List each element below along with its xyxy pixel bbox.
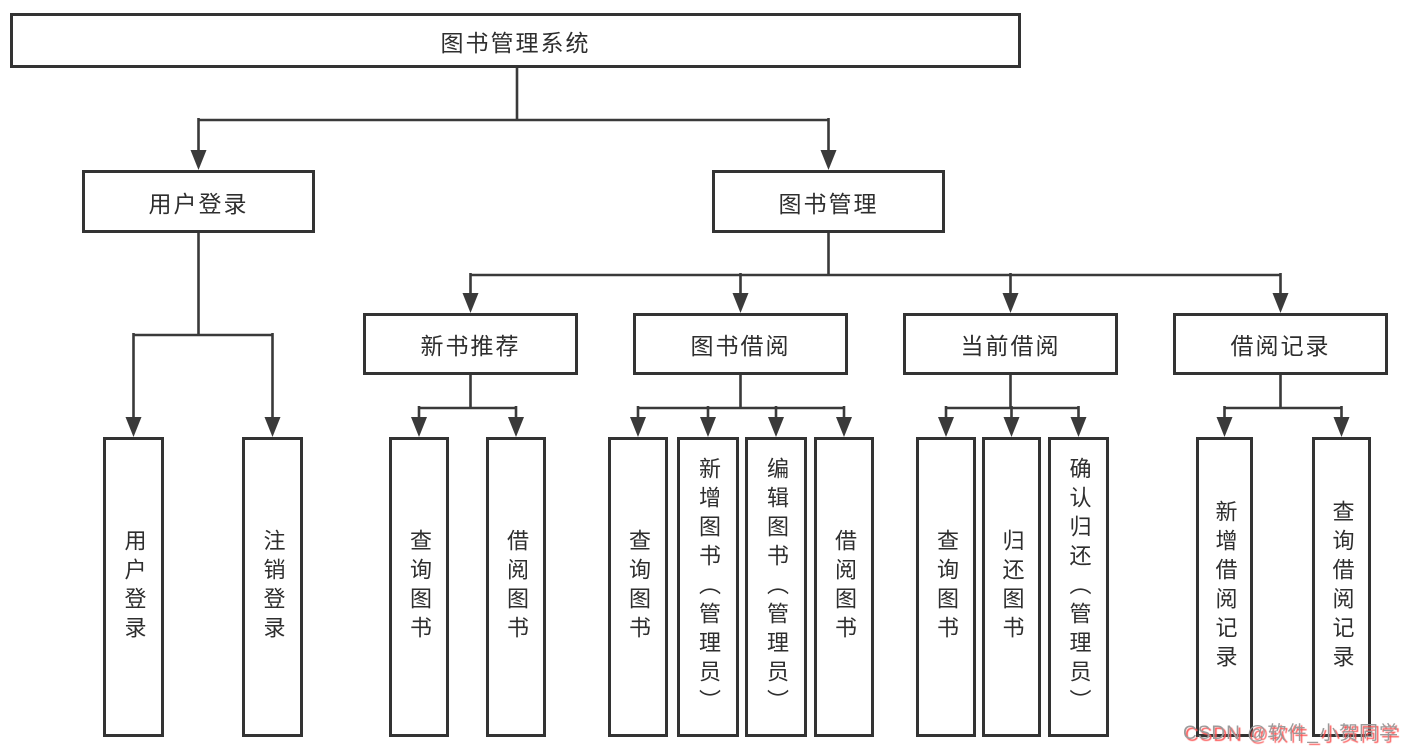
node-root-label: 图书管理系统 [440, 29, 591, 56]
node-book-management-label: 图书管理 [778, 190, 879, 217]
leaf-user-login-label: 用户登录 [121, 529, 147, 645]
leaf-records-query-record-label: 查询借阅记录 [1329, 500, 1355, 674]
leaf-recommend-query-books-label: 查询图书 [407, 529, 432, 645]
node-book-management: 图书管理 [712, 170, 945, 233]
leaf-records-query-record: 查询借阅记录 [1312, 437, 1371, 737]
node-root-library-system: 图书管理系统 [10, 13, 1021, 68]
node-user-login: 用户登录 [82, 170, 315, 233]
node-new-book-recommend: 新书推荐 [363, 313, 578, 375]
leaf-current-confirm-return-admin: 确认归还（管理员） [1048, 437, 1109, 737]
leaf-records-add-record-label: 新增借阅记录 [1212, 500, 1238, 674]
leaf-current-query-books: 查询图书 [916, 437, 976, 737]
csdn-watermark: CSDN @软件_小贺同学 [1183, 723, 1399, 744]
leaf-borrowing-add-books-admin: 新增图书（管理员） [677, 437, 739, 737]
leaf-borrowing-add-books-admin-label: 新增图书（管理员） [696, 456, 721, 718]
leaf-records-add-record: 新增借阅记录 [1196, 437, 1253, 737]
leaf-recommend-borrow-books: 借阅图书 [486, 437, 546, 737]
leaf-current-query-books-label: 查询图书 [934, 529, 959, 645]
leaf-logout-label: 注销登录 [260, 529, 286, 645]
leaf-borrowing-borrow-books-label: 借阅图书 [832, 529, 857, 645]
leaf-current-return-books: 归还图书 [982, 437, 1041, 737]
node-borrowing-records: 借阅记录 [1173, 313, 1388, 375]
leaf-borrowing-query-books: 查询图书 [608, 437, 668, 737]
node-current-borrowing-label: 当前借阅 [960, 333, 1061, 359]
leaf-logout: 注销登录 [242, 437, 303, 737]
leaf-borrowing-edit-books-admin-label: 编辑图书（管理员） [764, 456, 789, 718]
node-new-book-recommend-label: 新书推荐 [420, 333, 521, 359]
node-book-borrowing: 图书借阅 [633, 313, 848, 375]
node-current-borrowing: 当前借阅 [903, 313, 1118, 375]
leaf-current-confirm-return-admin-label: 确认归还（管理员） [1066, 456, 1092, 718]
leaf-user-login: 用户登录 [103, 437, 164, 737]
leaf-recommend-query-books: 查询图书 [389, 437, 449, 737]
leaf-borrowing-edit-books-admin: 编辑图书（管理员） [745, 437, 807, 737]
leaf-borrowing-borrow-books: 借阅图书 [814, 437, 874, 737]
node-borrowing-records-label: 借阅记录 [1230, 333, 1331, 359]
node-book-borrowing-label: 图书借阅 [690, 333, 791, 359]
leaf-recommend-borrow-books-label: 借阅图书 [504, 529, 529, 645]
leaf-borrowing-query-books-label: 查询图书 [626, 529, 651, 645]
node-user-login-label: 用户登录 [148, 190, 249, 217]
leaf-current-return-books-label: 归还图书 [999, 529, 1025, 645]
